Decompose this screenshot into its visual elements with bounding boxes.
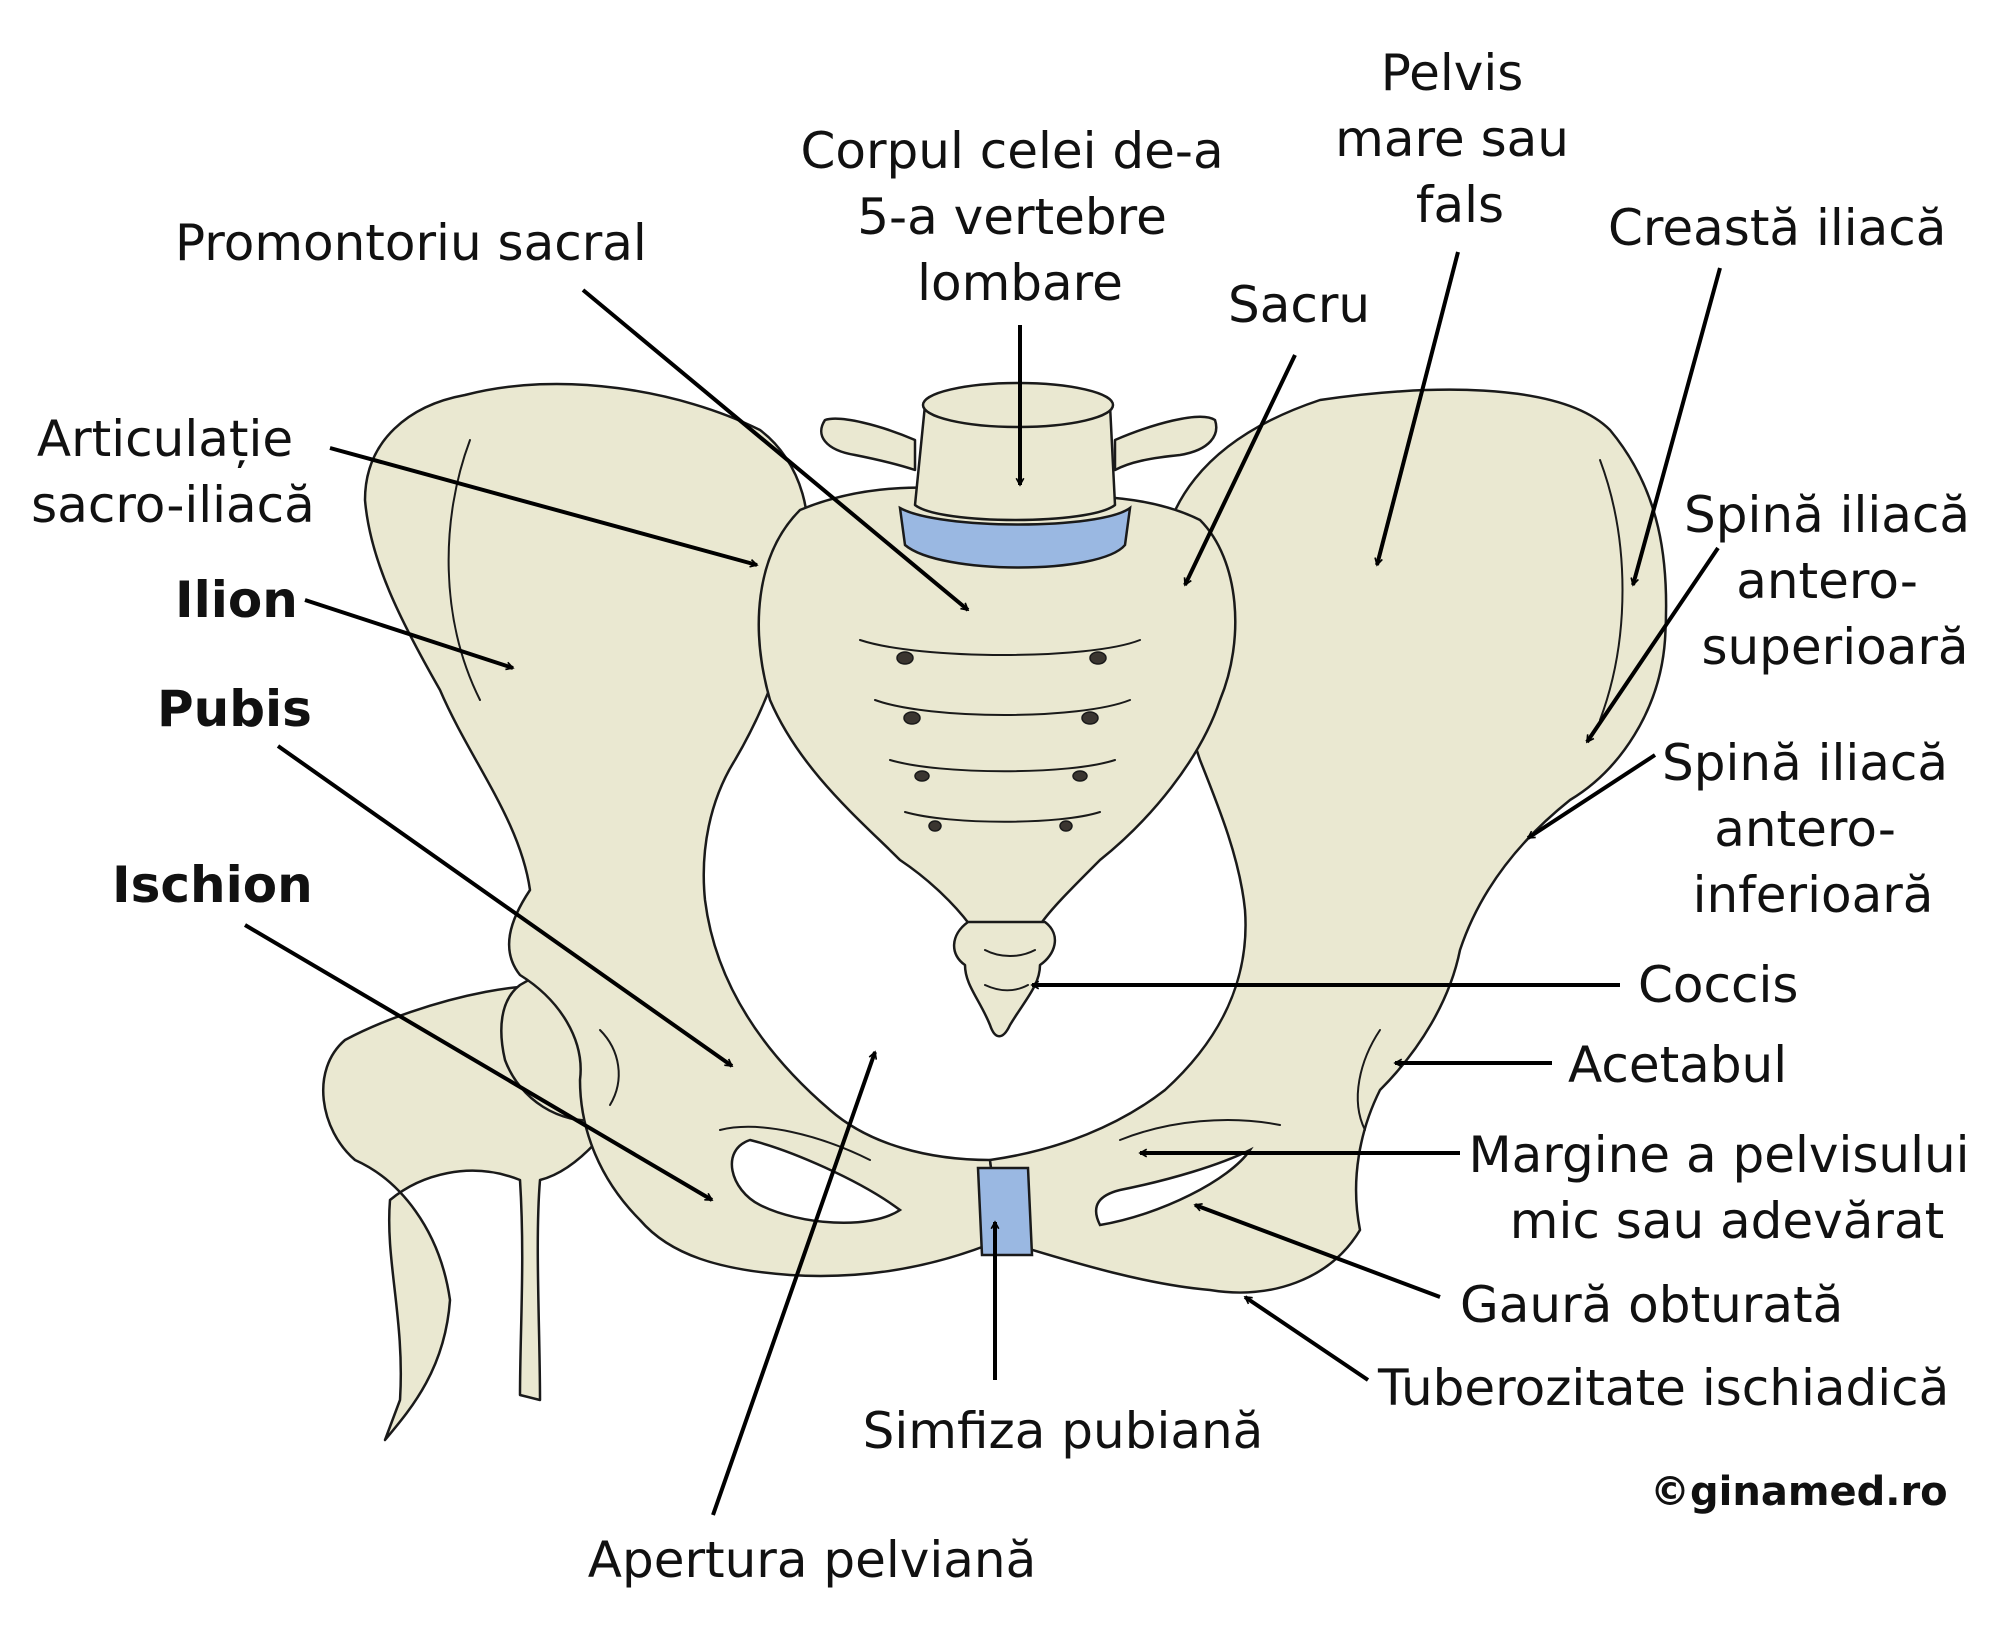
label-ischion: Ischion	[112, 856, 313, 914]
arrow-spina-superioara	[1585, 546, 1720, 742]
arrow-promontoriu	[581, 288, 968, 612]
label-pubis: Pubis	[157, 680, 312, 738]
credit-text: ©ginamed.ro	[1650, 1469, 1948, 1515]
label-articulatie: Articulație sacro-iliacă	[31, 410, 315, 534]
bone-drawing	[322, 381, 1668, 1442]
pubic-symphysis-disc	[976, 1166, 1034, 1257]
label-apertura: Apertura pelviană	[588, 1531, 1037, 1589]
arrow-pelvis-mare	[1377, 251, 1460, 565]
label-promontoriu: Promontoriu sacral	[175, 214, 647, 272]
arrow-creasta	[1633, 267, 1722, 585]
label-sacru: Sacru	[1228, 276, 1370, 334]
label-coccis: Coccis	[1638, 956, 1798, 1014]
arrow-ilion	[304, 598, 513, 668]
arrow-gaura	[1195, 1205, 1441, 1299]
label-spina-superioara: Spină iliacă antero- superioară	[1684, 486, 1986, 676]
label-simfiza: Simfiza pubiană	[863, 1402, 1264, 1460]
bone-details	[447, 439, 1624, 1161]
arrow-sacru	[1183, 354, 1297, 585]
coccyx-shape	[952, 920, 1057, 1038]
intervertebral-disc	[898, 505, 1132, 569]
arrow-spina-inferioara	[1528, 753, 1657, 840]
arrow-ischion	[243, 923, 712, 1202]
sacral-foramina	[896, 651, 1107, 832]
label-tuberozitate: Tuberozitate ischiadică	[1377, 1359, 1949, 1417]
label-acetabul: Acetabul	[1568, 1036, 1787, 1094]
arrow-apertura	[711, 1052, 875, 1516]
arrow-pubis	[276, 744, 732, 1068]
leader-arrows	[243, 251, 1722, 1516]
arrow-articulatie	[329, 446, 757, 565]
arrow-tuberozitate	[1245, 1295, 1370, 1382]
vertebra-l5-processes	[820, 415, 1218, 472]
label-corpul-vertebrei: Corpul celei de-a 5-a vertebre lombare	[800, 122, 1239, 312]
label-pelvis-mare: Pelvis mare sau fals	[1335, 44, 1585, 234]
right-hip-bone	[988, 388, 1668, 1294]
label-spina-inferioara: Spină iliacă antero- inferioară	[1662, 734, 1964, 924]
label-ilion: Ilion	[175, 571, 298, 629]
obturator-foramen-left	[730, 1138, 903, 1224]
labels: Pelvis mare sau fals Corpul celei de-a 5…	[31, 44, 1986, 1589]
label-gaura: Gaură obturată	[1460, 1276, 1843, 1334]
label-creasta-iliaca: Creastă iliacă	[1608, 199, 1946, 257]
obturator-foramen-right	[1094, 1146, 1254, 1227]
label-margine: Margine a pelvisului mic sau adevărat	[1469, 1126, 1986, 1250]
